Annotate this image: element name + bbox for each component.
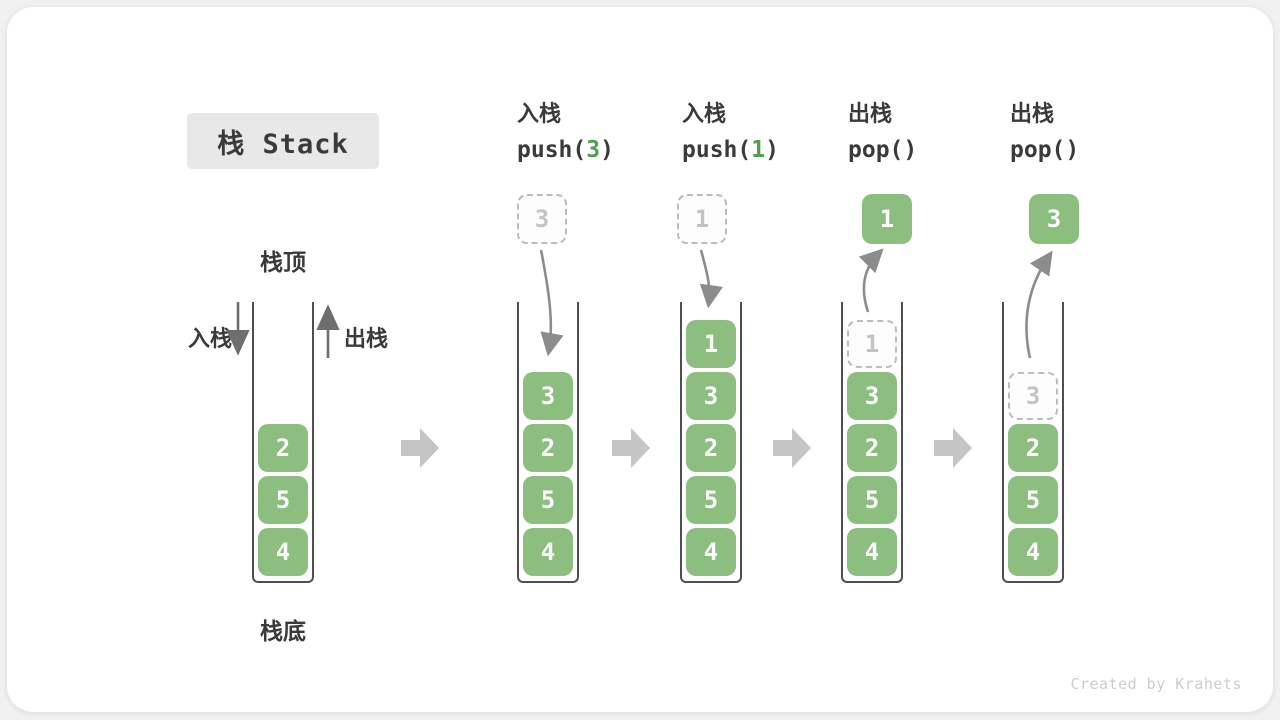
stack-cell: 3	[686, 372, 736, 420]
stack-cell: 4	[258, 528, 308, 576]
stack-cell: 1	[686, 320, 736, 368]
operation-code: push(3)	[517, 137, 614, 163]
operation-code: pop()	[848, 137, 917, 163]
stack-cell: 5	[258, 476, 308, 524]
code-text: )	[600, 137, 614, 163]
code-text: push(	[682, 137, 752, 163]
code-text: pop()	[1010, 137, 1080, 163]
floating-value-box: 3	[1029, 194, 1079, 244]
stack-cell: 5	[1008, 476, 1058, 524]
stack-top-label: 栈顶	[260, 250, 306, 276]
operation-label-pop-second: 出栈 pop()	[1010, 96, 1079, 163]
code-argument: 3	[586, 137, 601, 163]
stack-cell: 4	[686, 528, 736, 576]
code-text: push(	[517, 137, 587, 163]
code-text: pop()	[848, 137, 918, 163]
operation-name: 入栈	[682, 102, 727, 127]
floating-value-box: 3	[517, 194, 567, 244]
diagram-title: 栈 Stack	[217, 128, 349, 160]
stack-cell: 2	[523, 424, 573, 472]
stack-cell: 1	[847, 320, 897, 368]
operation-code: push(1)	[682, 137, 779, 163]
stack-cell: 2	[847, 424, 897, 472]
stack-cell: 3	[523, 372, 573, 420]
stack-cell: 2	[686, 424, 736, 472]
operation-name: 出栈	[1010, 102, 1055, 127]
code-text: )	[765, 137, 779, 163]
push-side-label: 入栈	[187, 327, 232, 352]
floating-value-box: 1	[862, 194, 912, 244]
stack-cell: 2	[1008, 424, 1058, 472]
stack-cell: 3	[847, 372, 897, 420]
operation-label-push-3: 入栈 push(3)	[517, 96, 614, 163]
code-argument: 1	[751, 137, 766, 163]
stack-cell: 5	[847, 476, 897, 524]
stack-cell: 4	[523, 528, 573, 576]
stack-cell: 4	[1008, 528, 1058, 576]
stack-cell: 4	[847, 528, 897, 576]
stack-cell: 5	[523, 476, 573, 524]
operation-code: pop()	[1010, 137, 1079, 163]
stack-cell: 3	[1008, 372, 1058, 420]
operation-label-pop-first: 出栈 pop()	[848, 96, 917, 163]
watermark: Created by Krahets	[1070, 675, 1242, 693]
operation-name: 出栈	[848, 102, 893, 127]
operation-name: 入栈	[517, 102, 562, 127]
stack-cell: 5	[686, 476, 736, 524]
diagram-title-box: 栈 Stack	[187, 113, 379, 169]
stack-cell: 2	[258, 424, 308, 472]
pop-side-label: 出栈	[344, 327, 389, 352]
operation-label-push-1: 入栈 push(1)	[682, 96, 779, 163]
floating-value-box: 1	[677, 194, 727, 244]
stack-bottom-label: 栈底	[260, 619, 306, 645]
